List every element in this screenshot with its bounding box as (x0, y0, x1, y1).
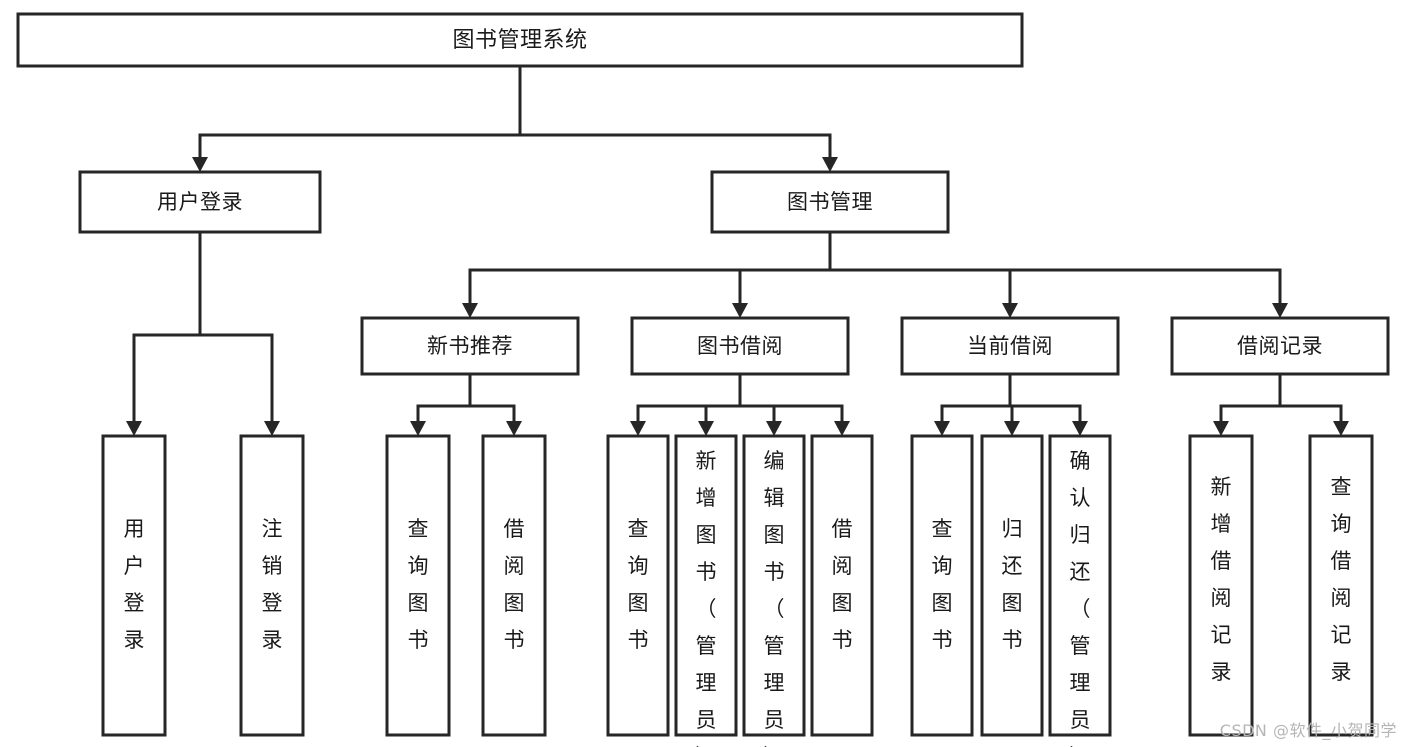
node-label-leaf-borrow-book-new: 借阅图书 (504, 517, 525, 652)
node-root[interactable]: 图书管理系统 (16, 12, 1024, 68)
node-label-current-borrow: 当前借阅 (967, 334, 1053, 358)
node-label-leaf-return-book: 归还图书 (1002, 517, 1023, 652)
arrow-head-icon (1272, 303, 1288, 318)
node-label-root: 图书管理系统 (452, 28, 587, 53)
node-label-book-manage: 图书管理 (787, 190, 873, 214)
node-box-root (16, 12, 1024, 68)
node-box-leaf-edit-book-admin (742, 434, 806, 737)
arrow-head-icon (822, 157, 838, 172)
node-box-leaf-borrow-book (810, 434, 874, 737)
arrow-head-icon (834, 421, 850, 436)
arrow-head-icon (1004, 421, 1020, 436)
node-book-manage[interactable]: 图书管理 (710, 170, 950, 234)
node-label-leaf-logout: 注销登录 (262, 517, 283, 652)
node-leaf-add-borrow-record[interactable]: 新增借阅记录 (1188, 434, 1254, 737)
arrow-head-icon (732, 303, 748, 318)
node-leaf-user-login[interactable]: 用户登录 (101, 434, 167, 737)
node-layer: 图书管理系统用户登录图书管理新书推荐图书借阅当前借阅借阅记录用户登录注销登录查询… (16, 12, 1390, 747)
node-label-leaf-add-book-admin: 新增图书（管理员） (696, 449, 717, 747)
node-box-borrow-record (1170, 316, 1390, 376)
node-book-borrow[interactable]: 图书借阅 (630, 316, 850, 376)
node-box-new-book-recommend (360, 316, 580, 376)
node-box-leaf-query-book-borrow (606, 434, 670, 737)
node-leaf-return-book[interactable]: 归还图书 (980, 434, 1044, 737)
node-label-leaf-query-borrow-record: 查询借阅记录 (1331, 475, 1352, 684)
node-label-borrow-record: 借阅记录 (1237, 334, 1323, 358)
node-label-leaf-borrow-book: 借阅图书 (832, 517, 853, 652)
node-leaf-edit-book-admin[interactable]: 编辑图书（管理员） (742, 434, 806, 747)
arrow-head-icon (934, 421, 950, 436)
node-current-borrow[interactable]: 当前借阅 (900, 316, 1120, 376)
node-label-leaf-query-book-current: 查询图书 (932, 517, 953, 652)
arrow-head-icon (264, 421, 280, 436)
arrow-head-icon (1002, 303, 1018, 318)
node-box-leaf-user-login (101, 434, 167, 737)
node-box-leaf-borrow-book-new (481, 434, 547, 737)
node-new-book-recommend[interactable]: 新书推荐 (360, 316, 580, 376)
node-label-leaf-query-book-borrow: 查询图书 (628, 517, 649, 652)
node-box-leaf-query-borrow-record (1308, 434, 1374, 737)
node-label-leaf-edit-book-admin: 编辑图书（管理员） (764, 449, 785, 747)
node-box-book-manage (710, 170, 950, 234)
node-leaf-borrow-book[interactable]: 借阅图书 (810, 434, 874, 737)
node-box-leaf-logout (239, 434, 305, 737)
arrow-head-icon (126, 421, 142, 436)
node-leaf-query-book-current[interactable]: 查询图书 (910, 434, 974, 737)
node-box-book-borrow (630, 316, 850, 376)
node-label-leaf-confirm-return-admin: 确认归还（管理员） (1070, 449, 1091, 747)
node-leaf-logout[interactable]: 注销登录 (239, 434, 305, 737)
node-leaf-confirm-return-admin[interactable]: 确认归还（管理员） (1048, 434, 1112, 747)
arrow-head-icon (506, 421, 522, 436)
arrow-head-icon (462, 303, 478, 318)
arrow-head-icon (410, 421, 426, 436)
connector-layer (126, 64, 1349, 436)
node-box-leaf-add-borrow-record (1188, 434, 1254, 737)
node-label-leaf-add-borrow-record: 新增借阅记录 (1211, 475, 1232, 684)
node-leaf-borrow-book-new[interactable]: 借阅图书 (481, 434, 547, 737)
node-label-user-login: 用户登录 (157, 190, 243, 214)
node-box-leaf-query-book-current (910, 434, 974, 737)
node-box-user-login (78, 170, 322, 234)
arrow-head-icon (1072, 421, 1088, 436)
node-leaf-query-book-borrow[interactable]: 查询图书 (606, 434, 670, 737)
arrow-head-icon (1333, 421, 1349, 436)
node-leaf-add-book-admin[interactable]: 新增图书（管理员） (674, 434, 738, 747)
node-label-leaf-query-book-new: 查询图书 (408, 517, 429, 652)
node-borrow-record[interactable]: 借阅记录 (1170, 316, 1390, 376)
arrow-head-icon (630, 421, 646, 436)
node-label-leaf-user-login: 用户登录 (124, 517, 145, 652)
node-label-new-book-recommend: 新书推荐 (427, 334, 513, 358)
node-label-book-borrow: 图书借阅 (697, 334, 783, 358)
arrow-head-icon (192, 157, 208, 172)
node-box-leaf-confirm-return-admin (1048, 434, 1112, 737)
arrow-head-icon (1213, 421, 1229, 436)
arrow-head-icon (766, 421, 782, 436)
node-box-leaf-return-book (980, 434, 1044, 737)
node-leaf-query-book-new[interactable]: 查询图书 (385, 434, 451, 737)
node-leaf-query-borrow-record[interactable]: 查询借阅记录 (1308, 434, 1374, 737)
arrow-head-icon (698, 421, 714, 436)
node-box-leaf-add-book-admin (674, 434, 738, 737)
node-box-current-borrow (900, 316, 1120, 376)
node-user-login[interactable]: 用户登录 (78, 170, 322, 234)
node-box-leaf-query-book-new (385, 434, 451, 737)
